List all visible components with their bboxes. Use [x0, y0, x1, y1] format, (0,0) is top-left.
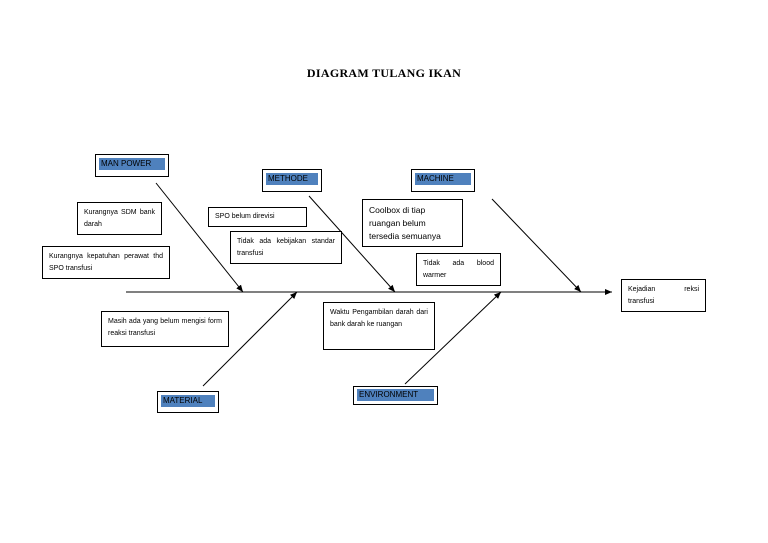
environment-bone: [404, 291, 502, 385]
man-power-bone: [155, 182, 244, 293]
cause-methode-2: Tidak ada kebijakan standar transfusi: [230, 231, 342, 264]
machine-bone: [491, 198, 582, 293]
category-methode-label: METHODE: [266, 173, 318, 185]
methode-bone: [308, 195, 396, 293]
cause-environment-1: Waktu Pengambilan darah dari bank darah …: [323, 302, 435, 350]
category-environment-label: ENVIRONMENT: [357, 389, 434, 401]
category-machine-label: MACHINE: [415, 173, 471, 185]
cause-man-power-1: Kurangnya SDM bank darah: [77, 202, 162, 235]
cause-methode-1: SPO belum direvisi: [208, 207, 307, 227]
diagram-title: DIAGRAM TULANG IKAN: [306, 66, 462, 80]
cause-machine-2: Tidak ada blood warmer: [416, 253, 501, 286]
category-man-power: MAN POWER: [95, 154, 169, 177]
category-material: MATERIAL: [157, 391, 219, 413]
category-environment: ENVIRONMENT: [353, 386, 438, 405]
category-man-power-label: MAN POWER: [99, 158, 165, 170]
effect-box: Kejadian reksi transfusi: [621, 279, 706, 312]
category-methode: METHODE: [262, 169, 322, 192]
material-bone: [202, 291, 298, 387]
category-machine: MACHINE: [411, 169, 475, 192]
cause-material-1: Masih ada yang belum mengisi form reaksi…: [101, 311, 229, 347]
cause-machine-1: Coolbox di tiap ruangan belum tersedia s…: [362, 199, 463, 247]
category-material-label: MATERIAL: [161, 395, 215, 407]
cause-man-power-2: Kurangnya kepatuhan perawat thd SPO tran…: [42, 246, 170, 279]
